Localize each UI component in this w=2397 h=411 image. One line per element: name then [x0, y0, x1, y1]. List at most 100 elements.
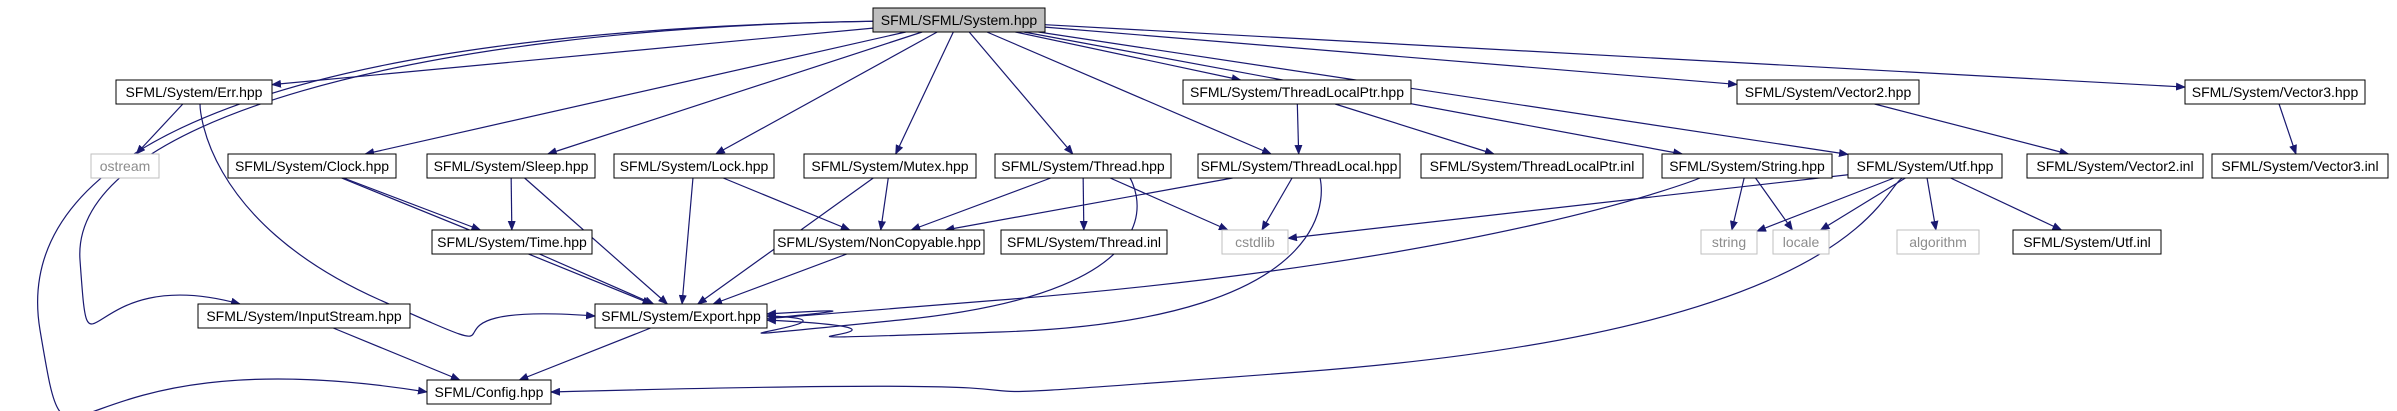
node-noncopy[interactable]: SFML/System/NonCopyable.hpp	[773, 229, 985, 255]
node-label-mutex: SFML/System/Mutex.hpp	[811, 158, 968, 174]
node-label-input: SFML/System/InputStream.hpp	[206, 308, 402, 324]
edge-thread-to-cstdlib	[1109, 177, 1229, 231]
edge-system-to-lock	[714, 31, 938, 155]
edge-string-to-stdstring	[1730, 177, 1745, 231]
node-label-string: SFML/System/String.hpp	[1669, 158, 1825, 174]
edge-input-to-config	[332, 327, 461, 381]
edge-utf-to-algorithm	[1926, 177, 1939, 231]
edge-system-to-mutex	[895, 31, 954, 155]
node-box-utfinl	[2012, 229, 2162, 255]
edge-vec3-to-vec3inl	[2278, 103, 2297, 155]
node-input[interactable]: SFML/System/InputStream.hpp	[197, 303, 411, 329]
edge-utf-to-stdstring	[1756, 177, 1895, 232]
edge-system-to-vec3	[1044, 24, 2186, 91]
edge-utf-to-locale	[1819, 177, 1906, 231]
node-label-cstdlib: cstdlib	[1235, 234, 1275, 250]
node-box-vec2	[1736, 79, 1920, 105]
node-label-utf: SFML/System/Utf.hpp	[1857, 158, 1994, 174]
node-vec2[interactable]: SFML/System/Vector2.hpp	[1736, 79, 1920, 105]
node-label-algorithm: algorithm	[1909, 234, 1967, 250]
edge-system-to-err	[271, 27, 874, 88]
node-label-tl: SFML/System/ThreadLocal.hpp	[1201, 158, 1398, 174]
node-ostream: ostream	[90, 153, 160, 179]
node-sleep[interactable]: SFML/System/Sleep.hpp	[426, 153, 596, 179]
node-label-err: SFML/System/Err.hpp	[126, 84, 263, 100]
node-box-tlpinl	[1420, 153, 1644, 179]
edge-system-to-input	[79, 20, 874, 325]
edge-lock-to-export	[678, 177, 694, 305]
node-label-utfinl: SFML/System/Utf.inl	[2023, 234, 2151, 250]
node-tlpinl[interactable]: SFML/System/ThreadLocalPtr.inl	[1420, 153, 1644, 179]
node-label-config: SFML/Config.hpp	[435, 384, 544, 400]
node-label-noncopy: SFML/System/NonCopyable.hpp	[777, 234, 981, 250]
node-label-sleep: SFML/System/Sleep.hpp	[434, 158, 589, 174]
node-config[interactable]: SFML/Config.hpp	[426, 379, 552, 405]
node-box-time	[431, 229, 593, 255]
node-vec3[interactable]: SFML/System/Vector3.hpp	[2184, 79, 2366, 105]
node-utfinl[interactable]: SFML/System/Utf.inl	[2012, 229, 2162, 255]
node-string[interactable]: SFML/System/String.hpp	[1661, 153, 1833, 179]
edge-system-to-tlp	[1015, 31, 1242, 83]
node-box-clock	[227, 153, 397, 179]
node-lock[interactable]: SFML/System/Lock.hpp	[613, 153, 775, 179]
node-label-system: SFML/SFML/System.hpp	[881, 12, 1038, 28]
edge-thread-to-export	[760, 177, 1138, 334]
edge-export-to-config	[518, 327, 651, 381]
node-label-export: SFML/System/Export.hpp	[601, 308, 761, 324]
edge-tl-to-noncopy	[944, 177, 1233, 233]
node-label-vec2: SFML/System/Vector2.hpp	[1745, 84, 1912, 100]
node-label-threadinl: SFML/System/Thread.inl	[1007, 234, 1161, 250]
node-algorithm: algorithm	[1896, 229, 1980, 255]
node-label-stdstring: string	[1712, 234, 1746, 250]
node-err[interactable]: SFML/System/Err.hpp	[115, 79, 273, 105]
edge-tl-to-export	[766, 177, 1322, 338]
node-export[interactable]: SFML/System/Export.hpp	[594, 303, 768, 329]
node-box-err	[115, 79, 273, 105]
edge-string-to-export	[766, 177, 1701, 319]
edge-time-to-export	[539, 253, 655, 305]
node-box-threadinl	[1000, 229, 1168, 255]
edge-err-to-ostream	[135, 103, 184, 155]
edge-system-to-tl	[986, 31, 1272, 155]
node-box-lock	[613, 153, 775, 179]
node-box-sleep	[426, 153, 596, 179]
node-locale: locale	[1772, 229, 1830, 255]
node-box-utf	[1847, 153, 2003, 179]
node-label-lock: SFML/System/Lock.hpp	[620, 158, 769, 174]
node-box-input	[197, 303, 411, 329]
node-box-locale	[1772, 229, 1830, 255]
edge-tlp-to-tlpinl	[1334, 103, 1495, 156]
node-box-stdstring	[1700, 229, 1758, 255]
node-box-system	[872, 7, 1046, 33]
edge-thread-to-noncopy	[910, 177, 1051, 231]
node-vec3inl[interactable]: SFML/System/Vector3.inl	[2211, 153, 2389, 179]
node-utf[interactable]: SFML/System/Utf.hpp	[1847, 153, 2003, 179]
node-label-tlpinl: SFML/System/ThreadLocalPtr.inl	[1430, 158, 1635, 174]
node-tlp[interactable]: SFML/System/ThreadLocalPtr.hpp	[1182, 79, 1412, 105]
node-box-thread	[994, 153, 1172, 179]
node-clock[interactable]: SFML/System/Clock.hpp	[227, 153, 397, 179]
node-box-vec3inl	[2211, 153, 2389, 179]
edge-tlp-to-tl	[1294, 103, 1303, 155]
edge-tl-to-cstdlib	[1261, 177, 1293, 231]
node-label-vec3: SFML/System/Vector3.hpp	[2192, 84, 2359, 100]
node-label-thread: SFML/System/Thread.hpp	[1001, 158, 1165, 174]
node-time[interactable]: SFML/System/Time.hpp	[431, 229, 593, 255]
edge-utf-to-cstdlib	[1287, 174, 1849, 242]
node-mutex[interactable]: SFML/System/Mutex.hpp	[803, 153, 977, 179]
node-label-tlp: SFML/System/ThreadLocalPtr.hpp	[1190, 84, 1404, 100]
node-tl[interactable]: SFML/System/ThreadLocal.hpp	[1197, 153, 1401, 179]
edge-layer	[37, 20, 2297, 411]
node-box-vec3	[2184, 79, 2366, 105]
node-label-ostream: ostream	[100, 158, 151, 174]
node-system[interactable]: SFML/SFML/System.hpp	[872, 7, 1046, 33]
node-box-vec2inl	[2026, 153, 2204, 179]
node-box-noncopy	[773, 229, 985, 255]
edge-system-to-clock	[364, 31, 906, 156]
node-threadinl[interactable]: SFML/System/Thread.inl	[1000, 229, 1168, 255]
node-stdstring: string	[1700, 229, 1758, 255]
node-vec2inl[interactable]: SFML/System/Vector2.inl	[2026, 153, 2204, 179]
edge-string-to-locale	[1755, 177, 1794, 231]
node-thread[interactable]: SFML/System/Thread.hpp	[994, 153, 1172, 179]
